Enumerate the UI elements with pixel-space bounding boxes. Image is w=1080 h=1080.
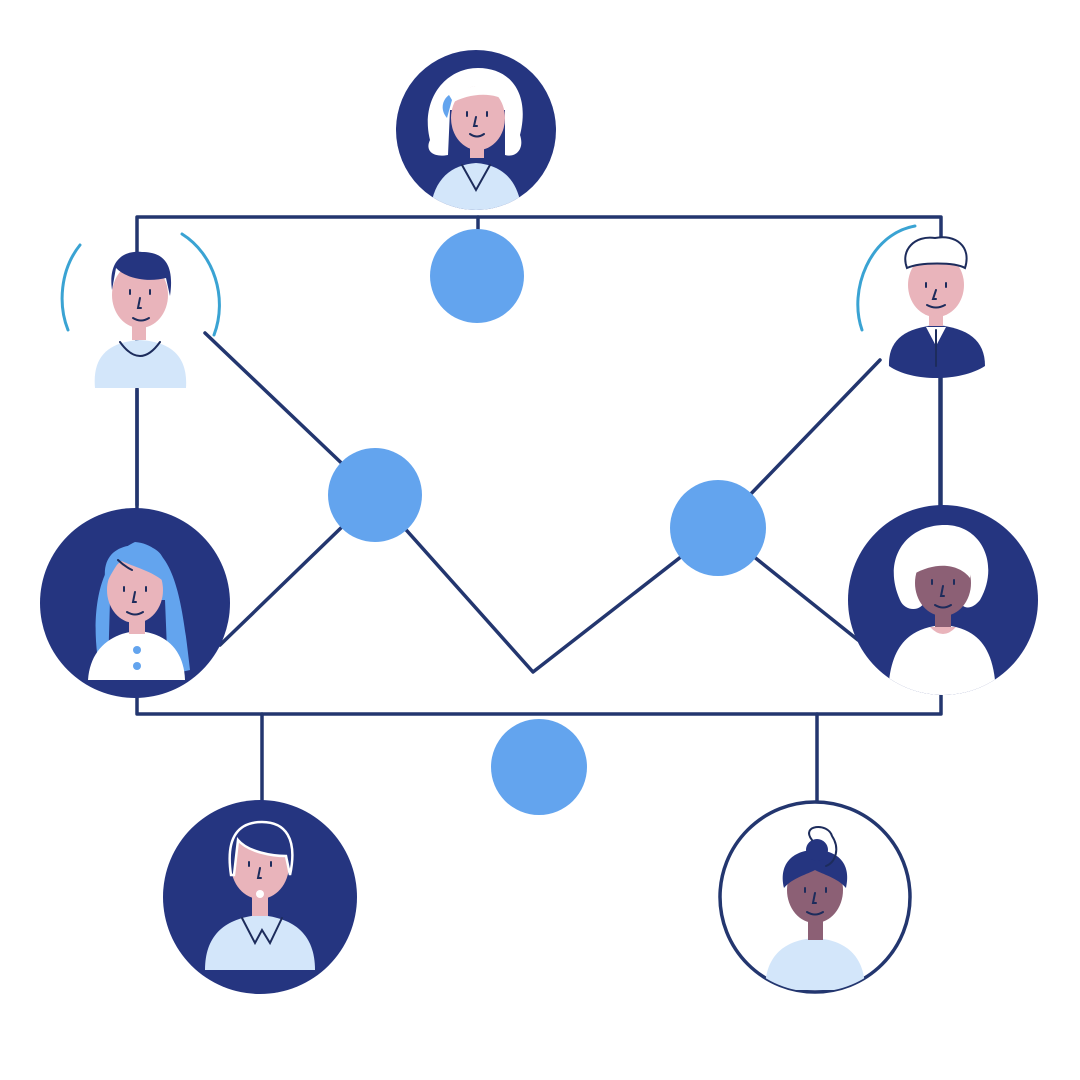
avatar-hair	[782, 850, 848, 888]
avatar-shirt	[765, 938, 865, 990]
avatar-bottom-right-woman	[718, 800, 912, 994]
avatar-top-woman	[396, 50, 556, 210]
avatar-face	[107, 557, 163, 623]
avatar-hair-bun	[806, 839, 828, 861]
hub-node-top	[430, 229, 524, 323]
hub-node-right	[670, 480, 766, 576]
halo-arc	[856, 224, 917, 332]
halo-left-arc	[60, 243, 82, 332]
avatar-hair	[228, 820, 294, 877]
avatar-hair-fringe	[912, 543, 971, 578]
avatar-shirt	[888, 625, 996, 695]
frame-rectangle	[135, 215, 943, 716]
avatar-left-man	[60, 232, 221, 388]
avatar-shirt	[88, 631, 185, 680]
avatar-hair-fringe	[104, 545, 165, 585]
hub-node-bottom	[491, 719, 587, 815]
avatar-left-woman-blue-hair	[40, 508, 230, 698]
avatar-hair-fringe	[450, 85, 508, 104]
avatar-shirt	[205, 915, 315, 970]
avatar-face	[451, 86, 505, 150]
avatar-hair	[111, 251, 172, 296]
connector-zigzag-valley	[373, 493, 720, 674]
hub-node-left	[328, 448, 422, 542]
avatar-hair	[427, 68, 523, 156]
halo-right-arc	[180, 232, 221, 337]
connection-lines	[135, 215, 943, 805]
avatar-bottom-left-man	[163, 800, 357, 994]
avatar-shirt	[94, 340, 187, 388]
avatar-hair	[904, 236, 968, 270]
avatar-right-woman	[848, 505, 1038, 695]
hub-nodes	[328, 229, 766, 815]
avatar-face	[908, 253, 964, 317]
avatar-right-man-suit	[856, 224, 985, 378]
